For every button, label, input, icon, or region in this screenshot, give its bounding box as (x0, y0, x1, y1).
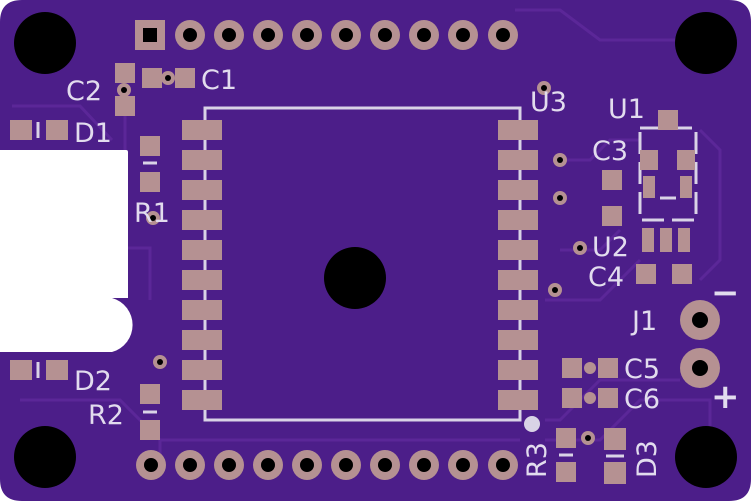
label-r2: R2 (88, 400, 124, 431)
mounting-hole-tl (14, 12, 76, 74)
label-u2: U2 (592, 232, 629, 263)
u3-module (182, 106, 538, 422)
label-j1: J1 (630, 306, 657, 337)
top-header (135, 20, 518, 50)
mounting-hole-tr (675, 12, 737, 74)
center-hole (324, 247, 386, 309)
vias (117, 71, 596, 445)
label-c4: C4 (588, 262, 624, 293)
smd-parts (10, 63, 698, 484)
label-d3: D3 (632, 440, 663, 478)
bottom-header (136, 450, 518, 480)
mounting-hole-br (675, 426, 737, 488)
label-c3: C3 (592, 136, 628, 167)
label-c1: C1 (201, 65, 237, 96)
label-c2: C2 (66, 76, 102, 107)
label-c5: C5 (624, 354, 660, 385)
label-u3: U3 (530, 87, 567, 118)
mounting-hole-bl (14, 426, 76, 488)
label-d2: D2 (74, 366, 112, 397)
label-minus: − (711, 273, 740, 313)
label-u1: U1 (608, 94, 645, 125)
label-c6: C6 (624, 384, 660, 415)
label-r1: R1 (134, 198, 170, 229)
label-d1: D1 (74, 118, 112, 149)
label-plus: + (711, 377, 740, 417)
j1-connector (680, 300, 720, 388)
label-r3: R3 (522, 442, 553, 478)
